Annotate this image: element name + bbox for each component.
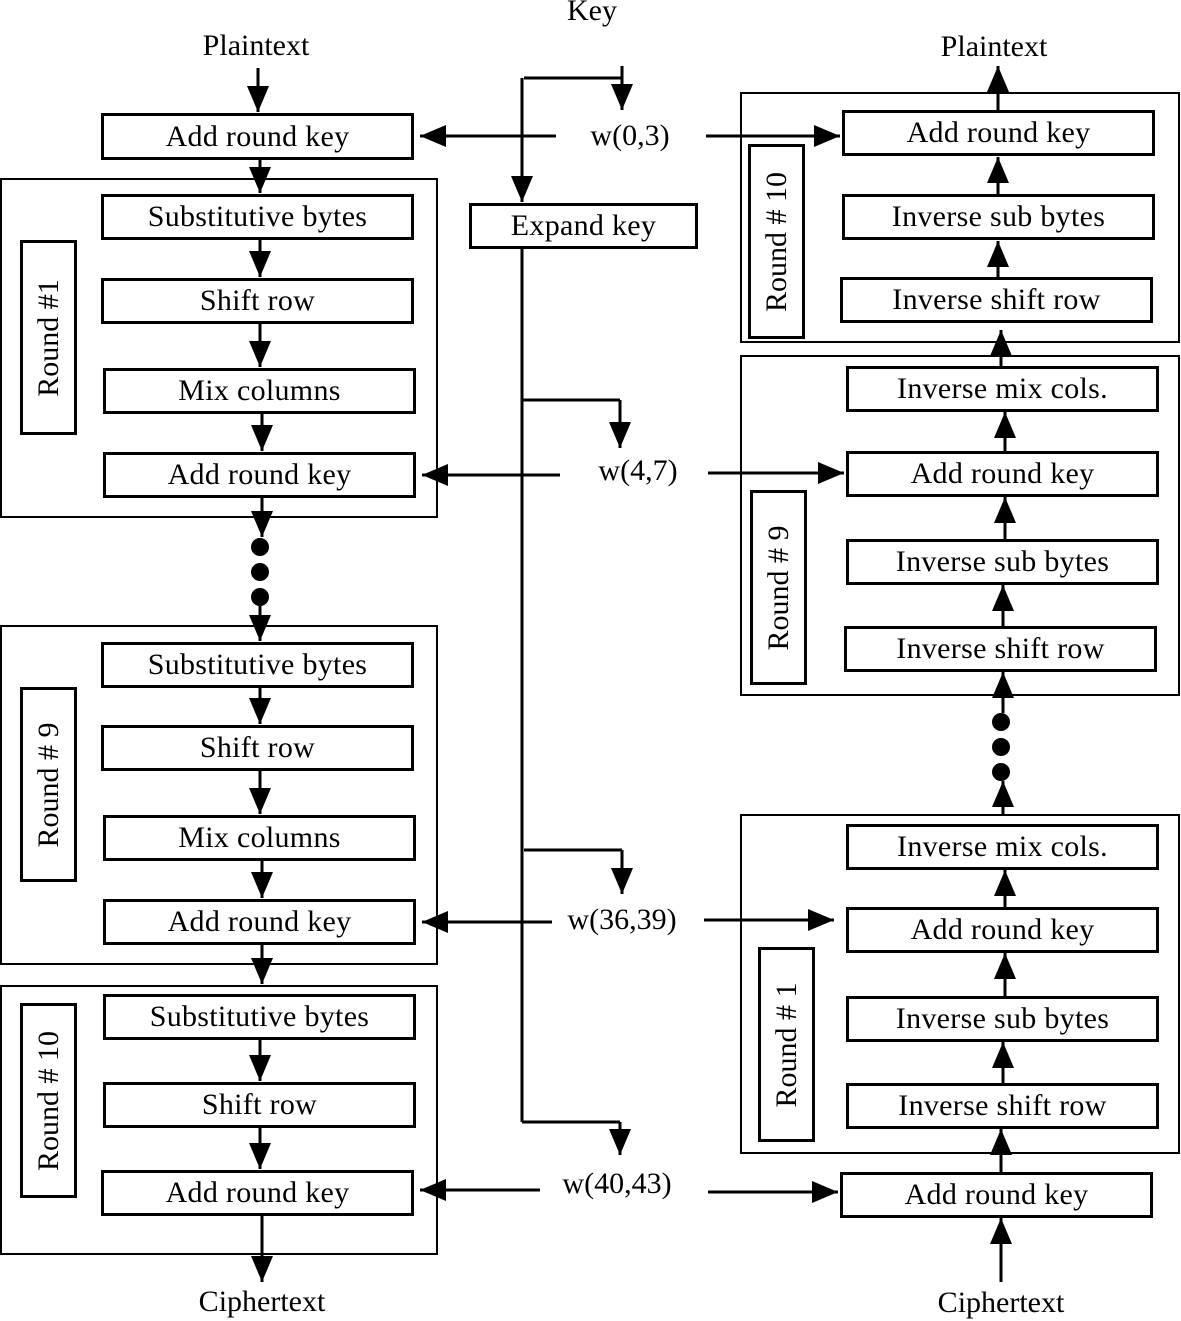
dec-round-9-frame [740, 355, 1180, 696]
encryption-output-label: Ciphertext [198, 1285, 326, 1318]
enc-ellipsis-dot [251, 588, 269, 606]
enc-r9-mix-columns: Mix columns [103, 815, 416, 861]
arrowhead [812, 1181, 838, 1203]
expand-key-box: Expand key [469, 203, 698, 249]
arrowhead [990, 1218, 1012, 1244]
dec-round-10-frame [740, 92, 1180, 343]
enc-r1-mix-columns: Mix columns [103, 368, 416, 414]
enc-round-1-label: Round #1 [20, 240, 77, 435]
arrowhead [422, 464, 448, 486]
key-label: Key [567, 0, 617, 27]
key-word-w40-43: w(40,43) [562, 1167, 672, 1200]
arrowhead [609, 1129, 631, 1155]
arrowhead [990, 330, 1012, 356]
arrowhead [420, 1179, 446, 1201]
decryption-input-label: Ciphertext [937, 1286, 1065, 1319]
arrowhead [609, 422, 631, 448]
arrowhead [249, 615, 271, 641]
enc-round-9-label: Round # 9 [20, 687, 77, 882]
arrowhead [422, 911, 448, 933]
enc-r10-add-round-key: Add round key [101, 1170, 414, 1216]
dec-r1-inverse-mix-cols: Inverse mix cols. [846, 824, 1159, 870]
dec-r9-add-round-key: Add round key [846, 451, 1159, 497]
arrowhead [249, 251, 271, 277]
enc-ellipsis-dot [251, 538, 269, 556]
dec-round-10-label: Round # 10 [748, 144, 805, 339]
arrowhead [251, 872, 273, 898]
arrowhead [251, 1256, 273, 1282]
arrowhead [249, 167, 271, 193]
enc-round-10-frame [0, 985, 438, 1255]
arrowhead [992, 781, 1014, 807]
enc-round-10-label: Round # 10 [20, 1003, 77, 1198]
dec-ellipsis-dot [992, 713, 1010, 731]
arrowhead [808, 909, 834, 931]
arrowhead [249, 1055, 271, 1081]
arrowhead [818, 462, 844, 484]
dec-r9-inverse-mix-cols: Inverse mix cols. [846, 366, 1159, 412]
arrowhead [611, 868, 633, 894]
dec-r1-add-round-key: Add round key [846, 907, 1159, 953]
arrowhead [420, 125, 446, 147]
dec-r10-inverse-shift-row: Inverse shift row [840, 277, 1153, 323]
arrowhead [987, 241, 1009, 267]
arrowhead [814, 125, 840, 147]
key-word-w36-39: w(36,39) [567, 903, 677, 936]
dec-initial-add-round-key: Add round key [840, 1172, 1153, 1218]
enc-round-1-frame [0, 178, 438, 518]
enc-r10-substitutive-bytes: Substitutive bytes [103, 994, 416, 1040]
arrowhead [992, 1042, 1014, 1068]
dec-round-1-frame [740, 814, 1180, 1154]
arrowhead [994, 870, 1016, 896]
arrowhead [249, 1143, 271, 1169]
enc-r9-shift-row: Shift row [101, 725, 414, 771]
arrowhead [249, 788, 271, 814]
dec-r1-inverse-shift-row: Inverse shift row [846, 1083, 1159, 1129]
arrowhead [249, 698, 271, 724]
arrowhead [247, 86, 269, 112]
decryption-output-label: Plaintext [940, 30, 1048, 63]
key-word-w4-7: w(4,7) [598, 454, 678, 487]
enc-r1-add-round-key: Add round key [103, 452, 416, 498]
arrowhead [511, 176, 533, 202]
dec-round-1-label: Round # 1 [758, 947, 815, 1142]
arrowhead [994, 953, 1016, 979]
arrowhead [611, 84, 633, 110]
dec-r10-inverse-sub-bytes: Inverse sub bytes [842, 194, 1155, 240]
enc-r10-shift-row: Shift row [103, 1082, 416, 1128]
arrowhead [992, 585, 1014, 611]
arrowhead [994, 412, 1016, 438]
enc-initial-add-round-key: Add round key [101, 113, 414, 160]
enc-round-9-frame [0, 625, 438, 965]
enc-r9-substitutive-bytes: Substitutive bytes [101, 642, 414, 688]
arrowhead [987, 66, 1009, 92]
dec-ellipsis-dot [992, 763, 1010, 781]
arrowhead [994, 497, 1016, 523]
dec-round-9-label: Round # 9 [750, 490, 807, 685]
dec-r9-inverse-sub-bytes: Inverse sub bytes [846, 539, 1159, 585]
dec-r10-add-round-key: Add round key [842, 110, 1155, 156]
dec-ellipsis-dot [992, 738, 1010, 756]
encryption-input-label: Plaintext [202, 29, 310, 62]
arrowhead [992, 672, 1014, 698]
enc-r1-substitutive-bytes: Substitutive bytes [101, 194, 414, 240]
key-word-w0-3: w(0,3) [590, 119, 670, 152]
enc-r9-add-round-key: Add round key [103, 899, 416, 945]
enc-r1-shift-row: Shift row [101, 278, 414, 324]
arrowhead [987, 157, 1009, 183]
enc-ellipsis-dot [251, 563, 269, 581]
dec-r9-inverse-shift-row: Inverse shift row [844, 626, 1157, 672]
arrowhead [249, 341, 271, 367]
dec-r1-inverse-sub-bytes: Inverse sub bytes [846, 996, 1159, 1042]
arrowhead [251, 425, 273, 451]
arrowhead [990, 1129, 1012, 1155]
